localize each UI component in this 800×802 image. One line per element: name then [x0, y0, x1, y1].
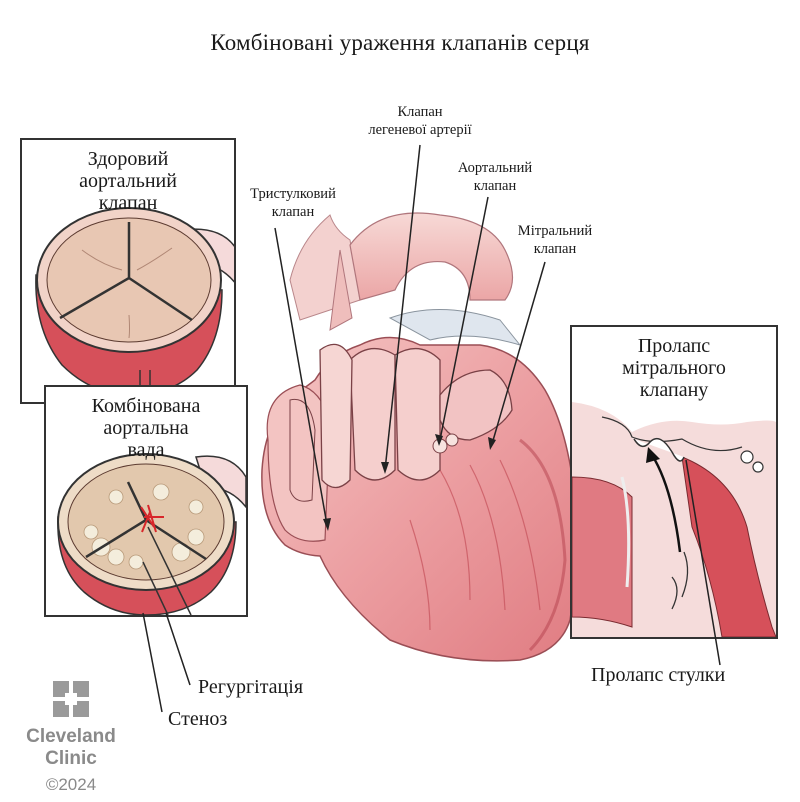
prolapse-panel-title: Пролапс мітрального клапану [572, 335, 776, 401]
prolapse-title-line2: мітрального [622, 357, 726, 379]
pulmonary-valve-label-2: легеневої артерії [345, 121, 495, 139]
healthy-title-line1: Здоровий [87, 148, 169, 170]
aortic-valve-label: Аортальний клапан [440, 159, 550, 195]
aortic-valve-label-line2: клапан [473, 178, 517, 194]
prolapse-drawing [572, 402, 776, 637]
healthy-title-line2: аортальний [79, 170, 177, 192]
prolapse-title-line3: клапану [639, 379, 709, 401]
copyright: ©2024 [45, 775, 97, 794]
healthy-aortic-valve-panel: Здоровий аортальний клапан [20, 138, 236, 404]
combined-title-line1: Комбінована [91, 395, 201, 417]
logo-line1: Cleveland [26, 726, 116, 747]
prolapse-title-line1: Пролапс [637, 335, 711, 357]
mitral-prolapse-panel: Пролапс мітрального клапану [570, 325, 778, 639]
page-title: Комбіновані ураження клапанів серця [210, 30, 590, 55]
combined-title-line3: вада [127, 439, 165, 461]
pulmonary-valve-label: Клапан [365, 103, 475, 121]
combined-valve-drawing [57, 453, 246, 615]
healthy-title-line3: клапан [98, 192, 158, 214]
combined-title-line2: аортальна [103, 417, 189, 439]
regurgitation-jet [140, 504, 164, 533]
tricuspid-valve-label-line1: Тристулковий [250, 186, 336, 202]
healthy-valve-drawing [35, 207, 234, 402]
pulmonary-valve-label-line2: легеневої артерії [368, 122, 472, 138]
regurgitation-label: Регургітація [198, 676, 304, 698]
cleveland-clinic-logo-icon [53, 681, 89, 717]
healthy-panel-title: Здоровий аортальний клапан [22, 148, 234, 214]
leaflet-prolapse-label: Пролапс стулки [591, 664, 726, 686]
mitral-valve-label-line1: Мітральний [517, 223, 593, 239]
cleveland-clinic-logo: Cleveland Clinic ©2024 [16, 681, 126, 796]
aortic-valve-label-line1: Аортальний [457, 160, 533, 176]
stenosis-label: Стеноз [168, 708, 228, 730]
logo-line2: Clinic [45, 748, 97, 769]
pulmonary-valve-label-line1: Клапан [397, 104, 443, 120]
tricuspid-valve-label: Тристулковий клапан [238, 185, 348, 221]
combined-panel-title: Комбінована аортальна вада [46, 395, 246, 461]
mitral-valve-label: Мітральний клапан [500, 222, 610, 258]
mitral-valve-label-line2: клапан [533, 241, 577, 257]
tricuspid-valve-label-line2: клапан [271, 204, 315, 220]
combined-aortic-disease-panel: Комбінована аортальна вада [44, 385, 248, 617]
